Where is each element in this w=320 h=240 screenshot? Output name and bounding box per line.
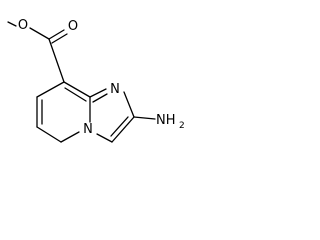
bond-c8a-n1	[89, 88, 107, 98]
bond-n1-c2	[123, 91, 135, 118]
bond-c8-c7	[36, 81, 65, 98]
atom-amino-subscript: 2	[179, 121, 185, 131]
bond-c2-nh2	[133, 116, 156, 120]
bond-carbonyl-c-double-o-b	[51, 33, 68, 44]
bond-carbonyl-c-double-o-a	[48, 29, 65, 40]
bond-c2-c3	[111, 116, 135, 143]
bond-methyl-o	[7, 21, 17, 27]
bond-c8a-n1-inner	[92, 93, 108, 103]
bond-c3-n4	[96, 133, 113, 143]
bond-o-carbonyl-c	[29, 27, 50, 40]
bond-c2-c3-inner	[110, 116, 129, 137]
atom-ester-o: O	[18, 18, 28, 33]
chemical-structure: O O N N NH 2	[7, 18, 185, 143]
bond-carbonyl-c-ring	[48, 38, 65, 83]
atom-ring-n-imine: N	[110, 82, 120, 97]
bond-c8a-c8-inner	[64, 87, 87, 102]
atom-ring-n-bridge: N	[83, 122, 93, 137]
bond-c8a-c8	[63, 81, 91, 98]
bond-c6-c5	[36, 126, 62, 143]
atom-carbonyl-o: O	[68, 19, 78, 34]
atom-amino-group: NH	[156, 113, 176, 128]
bond-c5-n4	[60, 131, 80, 143]
